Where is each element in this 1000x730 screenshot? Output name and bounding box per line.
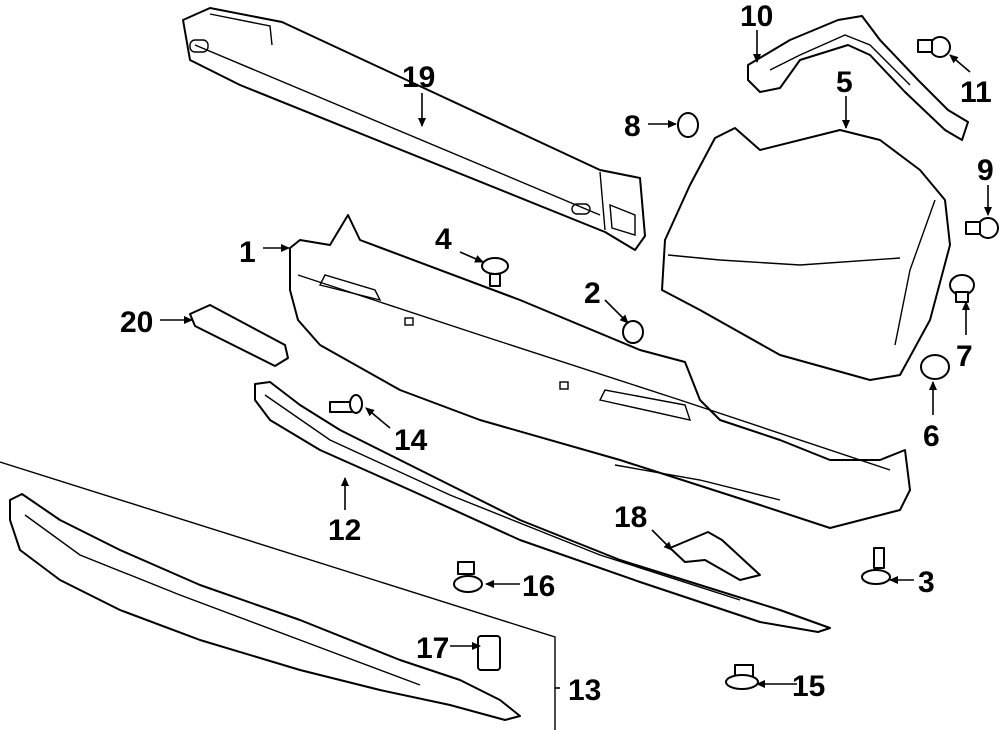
callout-3: 3 [918, 566, 935, 599]
callout-12: 12 [328, 514, 361, 547]
screw-14 [329, 394, 363, 414]
callout-13: 13 [568, 674, 601, 707]
callout-17: 17 [416, 632, 449, 665]
callout-15: 15 [792, 670, 825, 703]
callout-1: 1 [239, 236, 256, 269]
fastener-4 [481, 257, 509, 287]
callout-19: 19 [402, 61, 435, 94]
fastener-11 [917, 36, 951, 58]
callout-8: 8 [624, 110, 641, 143]
group-frame [0, 461, 556, 730]
fastener-2 [622, 320, 644, 344]
screw-3 [861, 547, 891, 585]
callout-6: 6 [923, 420, 940, 453]
clip-17 [477, 635, 501, 671]
fastener-8 [677, 112, 699, 138]
callout-10: 10 [740, 0, 773, 33]
side-bracket [747, 15, 969, 141]
callout-18: 18 [614, 501, 647, 534]
callout-2: 2 [584, 277, 601, 310]
callout-9: 9 [977, 154, 994, 187]
fastener-7 [949, 274, 975, 303]
fastener-9 [965, 217, 999, 239]
callout-7: 7 [956, 340, 973, 373]
callout-4: 4 [435, 223, 452, 256]
callout-5: 5 [836, 66, 853, 99]
callout-16: 16 [522, 570, 555, 603]
bumper-corner-cover [661, 127, 951, 381]
fastener-6 [920, 354, 950, 380]
clip-16 [453, 561, 483, 593]
callout-14: 14 [394, 424, 428, 457]
clip-15 [725, 664, 759, 690]
lower-cover [254, 381, 831, 633]
callout-11: 11 [960, 76, 992, 109]
reinforcement-beam [182, 7, 646, 251]
lower-valance [9, 493, 521, 721]
bumper-cover [289, 214, 911, 529]
callout-20: 20 [120, 306, 153, 339]
reflector [189, 304, 289, 367]
callout-labels: 1 2 3 4 5 6 7 8 9 10 11 12 13 14 15 16 1… [120, 0, 994, 707]
leader-lines [160, 30, 992, 689]
bracket-18 [669, 531, 761, 581]
